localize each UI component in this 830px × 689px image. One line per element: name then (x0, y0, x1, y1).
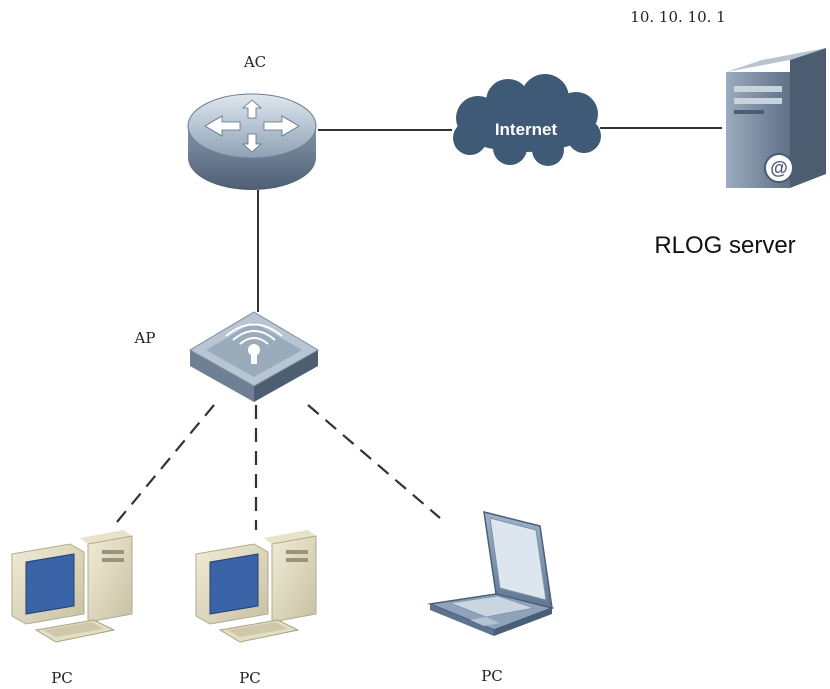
ac-node[interactable]: AC (187, 53, 317, 190)
server-icon: @ (726, 48, 826, 188)
ap-label: AP (134, 329, 156, 347)
links (111, 127, 722, 530)
internet-node[interactable]: Internet (453, 74, 601, 166)
ac-label: AC (243, 53, 266, 71)
pc-node-3[interactable]: PC (427, 511, 555, 685)
ap-node[interactable]: AP (134, 311, 319, 402)
svg-text:@: @ (770, 158, 788, 178)
laptop-icon (427, 511, 555, 636)
access-point-icon (189, 311, 319, 402)
desktop-pc-icon (11, 530, 133, 643)
router-icon (187, 93, 317, 190)
pc-label-2: PC (239, 669, 261, 687)
pc-label-3: PC (481, 667, 503, 685)
server-label: RLOG server (654, 232, 795, 259)
link-ap-pc3 (307, 404, 441, 519)
cloud-icon (453, 74, 601, 166)
link-ap-pc1 (111, 404, 215, 529)
pc-label-1: PC (51, 669, 73, 687)
internet-label: Internet (495, 120, 558, 139)
pc-node-1[interactable]: PC (11, 530, 133, 687)
pc-node-2[interactable]: PC (195, 530, 317, 687)
server-node[interactable]: 10. 10. 10. 1 @ RLOG server (630, 8, 826, 259)
server-ip: 10. 10. 10. 1 (630, 8, 725, 26)
desktop-pc-icon (195, 530, 317, 643)
